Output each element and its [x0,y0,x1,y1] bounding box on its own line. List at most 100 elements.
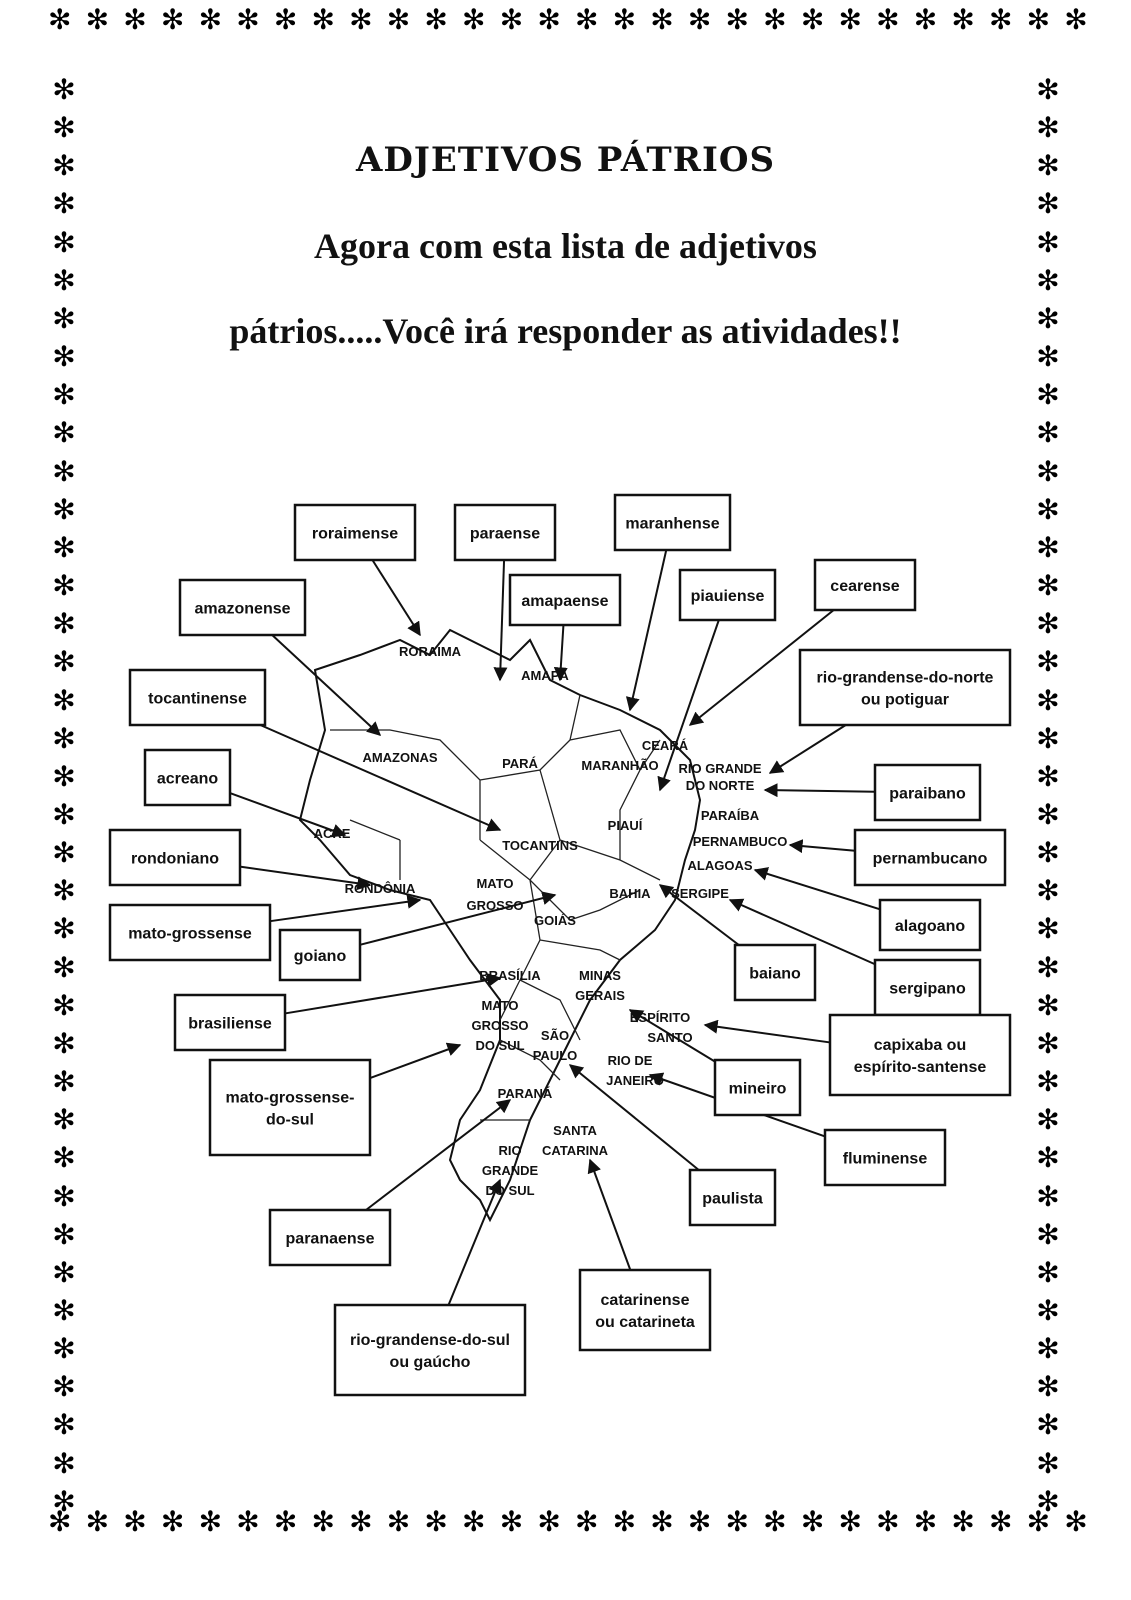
adjective-box: fluminense [823,1128,947,1187]
border-star-icon: ✻ [236,1505,260,1538]
pointer-arrow [259,724,502,832]
border-star-icon: ✻ [1036,1179,1060,1213]
border-star-icon: ✻ [1036,1065,1060,1099]
pointer-arrow [269,894,422,923]
adjective-label: roraimense [312,526,398,543]
pointer-arrow [763,783,876,798]
pointer-arrow [728,898,876,966]
adjective-box: sergipano [873,958,982,1017]
border-star-icon: ✻ [989,3,1013,36]
border-star-icon: ✻ [612,1505,637,1538]
state-label: RIO GRANDE [678,761,761,776]
border-star-icon: ✻ [198,3,223,36]
state-label: SERGIPE [671,886,729,901]
border-star-icon: ✻ [160,3,185,36]
border-star-icon: ✻ [650,1505,674,1538]
border-star-icon: ✻ [1036,530,1060,564]
adjective-box-frame [878,898,982,952]
border-star-icon: ✻ [876,3,900,36]
pointer-arrow [625,549,668,712]
state-label: PARAÍBA [701,808,760,823]
border-star-icon: ✻ [838,1505,862,1538]
border-star-icon: ✻ [52,759,76,793]
pointer-arrow [229,792,347,838]
adjective-label: paranaense [286,1231,375,1248]
adjective-label: paulista [702,1191,763,1208]
border-star-icon: ✻ [1036,149,1060,183]
state-label: CATARINA [542,1143,609,1158]
adjective-box-frame [828,1013,1012,1097]
adjective-box: amazonense [178,578,307,637]
adjective-label: piauiense [691,588,765,605]
pointer-arrow [239,865,372,891]
border-star-icon: ✻ [1036,454,1060,488]
pointer-arrow [587,1158,632,1271]
border-star-icon: ✻ [349,3,373,36]
border-star-icon: ✻ [462,1505,486,1538]
state-label: RORAIMA [399,644,462,659]
border-star-icon: ✻ [123,3,147,36]
pointer-arrow [768,724,847,774]
pointer-arrow [284,973,502,1015]
state-label: MARANHÃO [581,758,658,773]
border-star-icon: ✻ [198,1505,223,1538]
border-star-icon: ✻ [52,1065,76,1099]
adjective-box: roraimense [293,503,417,562]
border-star-icon: ✻ [1036,225,1060,259]
adjective-box: paraibano [873,763,982,822]
adjective-box-frame [853,828,1007,887]
adjective-box: baiano [733,943,817,1002]
state-label: PARANÁ [498,1086,553,1101]
adjective-box: mato-grossense [108,903,272,962]
adjective-box: alagoano [878,898,982,952]
border-star-icon: ✻ [52,721,76,755]
border-star-icon: ✻ [1064,3,1088,36]
border-star-icon: ✻ [1036,950,1060,984]
adjective-label: rondoniano [131,851,219,868]
state-label: DO NORTE [686,778,755,793]
adjective-box-frame [613,493,732,552]
border-star-icon: ✻ [52,1141,76,1175]
border-star-icon: ✻ [1036,683,1060,717]
state-label: PAULO [533,1048,578,1063]
border-star-icon: ✻ [52,683,76,717]
border-star-icon: ✻ [1036,1332,1060,1366]
pointer-arrow [493,559,508,682]
pointer-arrow [271,634,382,736]
adjective-box-frame [178,578,307,637]
border-star-icon: ✻ [52,73,76,106]
border-star-icon: ✻ [574,1505,599,1538]
border-star-icon: ✻ [1036,340,1060,374]
adjective-box-frame [108,903,272,962]
border-star-icon: ✻ [236,3,260,36]
adjective-box: mineiro [713,1058,802,1117]
state-label: RIO DE [608,1053,653,1068]
border-star-icon: ✻ [1036,1370,1060,1404]
border-star-icon: ✻ [52,836,76,870]
adjective-box-frame [208,1058,372,1157]
adjective-box-frame [873,958,982,1017]
adjective-label: capixaba ou [874,1037,966,1054]
adjective-box-frame [128,668,267,727]
border-star-icon: ✻ [52,111,76,145]
adjective-label: catarinense [601,1292,690,1309]
adjective-box-frame [453,503,557,562]
adjective-box: maranhense [613,493,732,552]
adjective-box-frame [713,1058,802,1117]
pointer-arrow [371,559,421,637]
pointer-arrow [628,1009,716,1063]
border-star-icon: ✻ [52,301,76,335]
adjective-box: capixaba ou espírito-santense [828,1013,1012,1097]
border-star-icon: ✻ [349,1505,373,1538]
border-star-icon: ✻ [1036,645,1060,679]
border-star-icon: ✻ [52,1026,76,1060]
border-star-icon: ✻ [160,1505,185,1538]
state-label: SÃO [541,1028,569,1043]
adjective-box: pernambucano [853,828,1007,887]
border-star-icon: ✻ [52,912,76,946]
border-star-icon: ✻ [52,1294,76,1327]
border-star-icon: ✻ [386,3,411,36]
adjective-label: espírito-santense [854,1059,987,1076]
